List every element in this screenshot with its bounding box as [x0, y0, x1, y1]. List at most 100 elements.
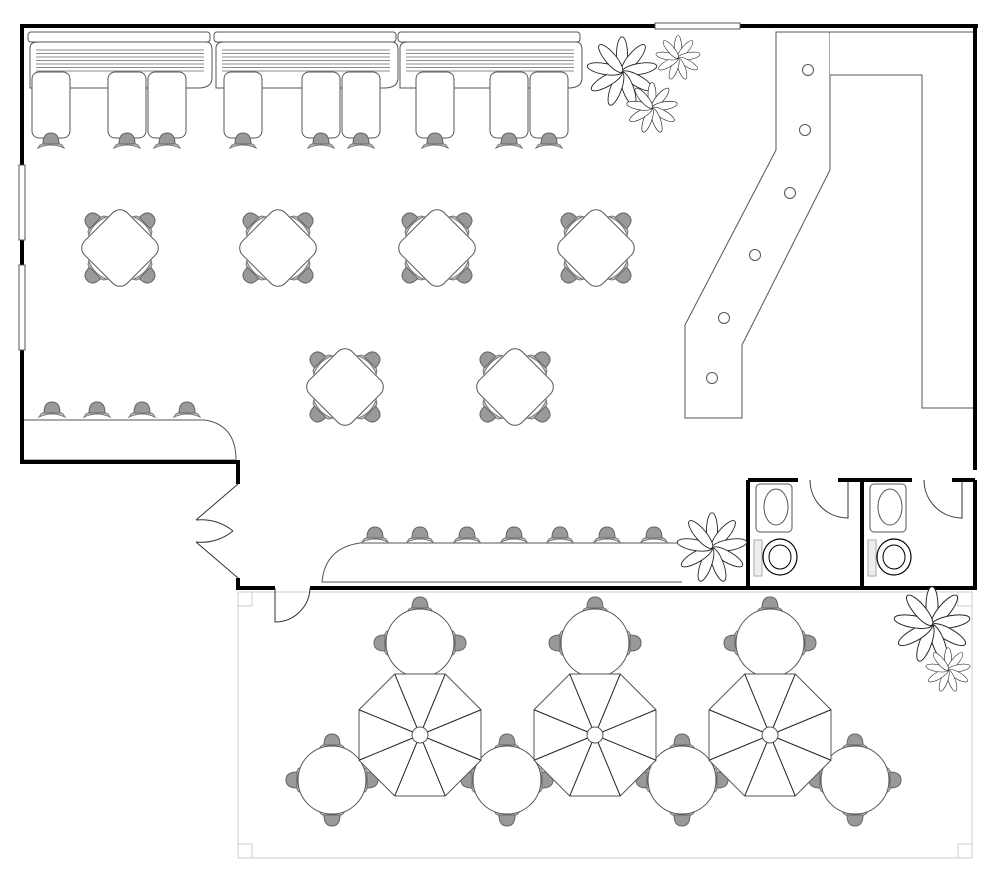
- round-table-icon: [285, 733, 379, 827]
- window-icon: [18, 264, 26, 351]
- stool-icon: [499, 526, 529, 544]
- stool-seat: [455, 266, 473, 284]
- umbrella-rib: [594, 734, 621, 797]
- stool-seat: [138, 266, 156, 284]
- chair-icon: [479, 398, 504, 423]
- stool-seat: [309, 351, 327, 369]
- stool-seat: [533, 405, 551, 423]
- toilet-tank: [867, 539, 877, 577]
- patio: [237, 591, 973, 859]
- front-counter: [321, 542, 682, 583]
- table-top: [476, 348, 554, 426]
- stool-seat: [411, 596, 429, 609]
- plant-icon: [655, 35, 701, 80]
- table-top: [647, 745, 717, 815]
- stool-icon: [346, 132, 376, 150]
- umbrella-rib: [708, 734, 771, 761]
- chair-icon: [492, 809, 522, 827]
- counter-top: [321, 542, 682, 583]
- stool-seat: [401, 266, 419, 284]
- side-counter: [22, 419, 237, 461]
- chair-icon: [479, 351, 504, 376]
- chair-icon: [356, 398, 381, 423]
- umbrella-icon: [358, 673, 482, 797]
- door-icon: [923, 479, 963, 519]
- table-top: [472, 745, 542, 815]
- stool-seat: [411, 526, 429, 539]
- bar-tap-icon: [799, 124, 811, 136]
- umbrella-rib: [769, 709, 832, 736]
- stool-icon: [420, 132, 450, 150]
- umbrella-rib: [769, 734, 796, 797]
- table-top: [398, 209, 476, 287]
- stool-icon: [592, 526, 622, 544]
- stool-seat: [88, 401, 106, 414]
- stool-seat: [479, 405, 497, 423]
- stool-seat: [178, 401, 196, 414]
- umbrella-rib: [769, 673, 796, 736]
- stool-icon: [82, 401, 112, 419]
- table-top: [306, 348, 384, 426]
- stool-seat: [363, 351, 381, 369]
- bar-tap-icon: [706, 372, 718, 384]
- toilet-seat: [768, 544, 792, 570]
- umbrella-icon: [533, 673, 657, 797]
- stool-seat: [614, 212, 632, 230]
- stool-seat: [614, 266, 632, 284]
- umbrella-rib: [744, 734, 771, 797]
- stool-seat: [42, 132, 60, 145]
- sink-basin: [763, 488, 789, 526]
- stool-seat: [540, 132, 558, 145]
- stool-seat: [548, 634, 561, 652]
- umbrella-rib: [394, 673, 421, 736]
- stool-seat: [43, 401, 61, 414]
- booth-seat: [341, 71, 381, 139]
- round-table-icon: [548, 596, 642, 690]
- umbrella-rib: [594, 709, 657, 736]
- stool-seat: [673, 814, 691, 827]
- toilet-tank: [753, 539, 763, 577]
- chair-icon: [131, 259, 156, 284]
- stool-seat: [84, 266, 102, 284]
- stool-seat: [454, 634, 467, 652]
- stool-seat: [889, 771, 902, 789]
- umbrella-rib: [419, 709, 482, 736]
- stool-icon: [37, 401, 67, 419]
- chair-icon: [607, 212, 632, 237]
- umbrella-rib: [419, 734, 482, 761]
- chair-icon: [401, 259, 426, 284]
- stool-seat: [533, 351, 551, 369]
- patio-post: [957, 843, 973, 859]
- chair-icon: [526, 351, 551, 376]
- umbrella-rib: [744, 673, 771, 736]
- stool-seat: [118, 132, 136, 145]
- plant-leaf: [662, 40, 679, 59]
- square-table-icon: [239, 209, 317, 287]
- table-top: [81, 209, 159, 287]
- stool-seat: [309, 405, 327, 423]
- stool-icon: [639, 526, 669, 544]
- stool-seat: [846, 733, 864, 746]
- umbrella-rib: [533, 734, 596, 761]
- umbrella-rib: [594, 673, 621, 736]
- stool-seat: [296, 266, 314, 284]
- stool-icon: [112, 132, 142, 150]
- bar-top: [684, 31, 831, 419]
- window-icon: [654, 22, 741, 30]
- umbrella-rib: [358, 734, 421, 761]
- booth-back: [27, 31, 211, 43]
- stool-icon: [228, 132, 258, 150]
- chair-icon: [242, 212, 267, 237]
- umbrella-rib: [708, 709, 771, 736]
- stool-seat: [598, 526, 616, 539]
- stool-icon: [452, 526, 482, 544]
- table-top: [239, 209, 317, 287]
- booth-seat: [301, 71, 341, 139]
- umbrella-pole: [411, 726, 429, 744]
- chair-icon: [448, 259, 473, 284]
- wall: [236, 578, 275, 590]
- window-icon: [18, 164, 26, 241]
- table-top: [735, 608, 805, 678]
- wall: [20, 26, 240, 484]
